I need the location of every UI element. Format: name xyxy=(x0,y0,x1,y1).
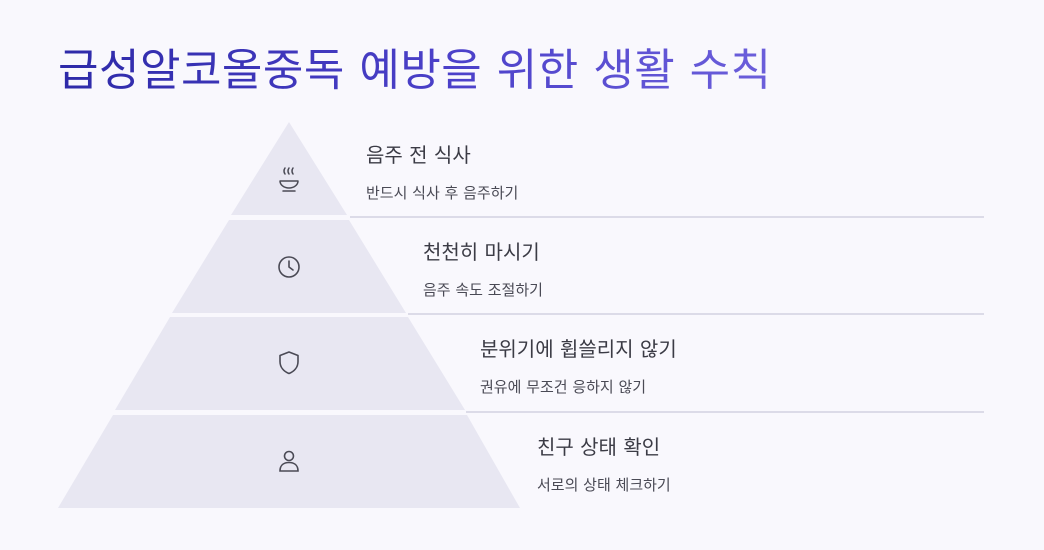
tier-description: 반드시 식사 후 음주하기 xyxy=(366,184,519,202)
tier-description: 음주 속도 조절하기 xyxy=(423,281,543,299)
tier-heading: 친구 상태 확인 xyxy=(537,435,661,459)
tier-text-1: 음주 전 식사 반드시 식사 후 음주하기 xyxy=(366,139,518,203)
tier-description: 서로의 상태 체크하기 xyxy=(537,476,671,494)
tier-text-2: 천천히 마시기 음주 속도 조절하기 xyxy=(423,236,543,300)
pyramid-tier-3 xyxy=(115,317,465,410)
person-icon xyxy=(279,450,299,472)
tier-description: 권유에 무조건 응하지 않기 xyxy=(480,378,647,396)
tier-text-3: 분위기에 휩쓸리지 않기 권유에 무조건 응하지 않기 xyxy=(480,333,677,397)
shield-icon xyxy=(279,351,299,375)
page-title: 급성알코올중독 예방을 위한 생활 수칙 xyxy=(58,34,772,98)
tier-text-4: 친구 상태 확인 서로의 상태 체크하기 xyxy=(537,431,671,495)
tier-heading: 음주 전 식사 xyxy=(366,143,471,167)
tier-heading: 천천히 마시기 xyxy=(423,240,540,264)
clock-icon xyxy=(278,256,300,278)
bowl-icon xyxy=(279,167,299,192)
tier-heading: 분위기에 휩쓸리지 않기 xyxy=(480,337,677,361)
pyramid-tier-4 xyxy=(58,415,520,508)
